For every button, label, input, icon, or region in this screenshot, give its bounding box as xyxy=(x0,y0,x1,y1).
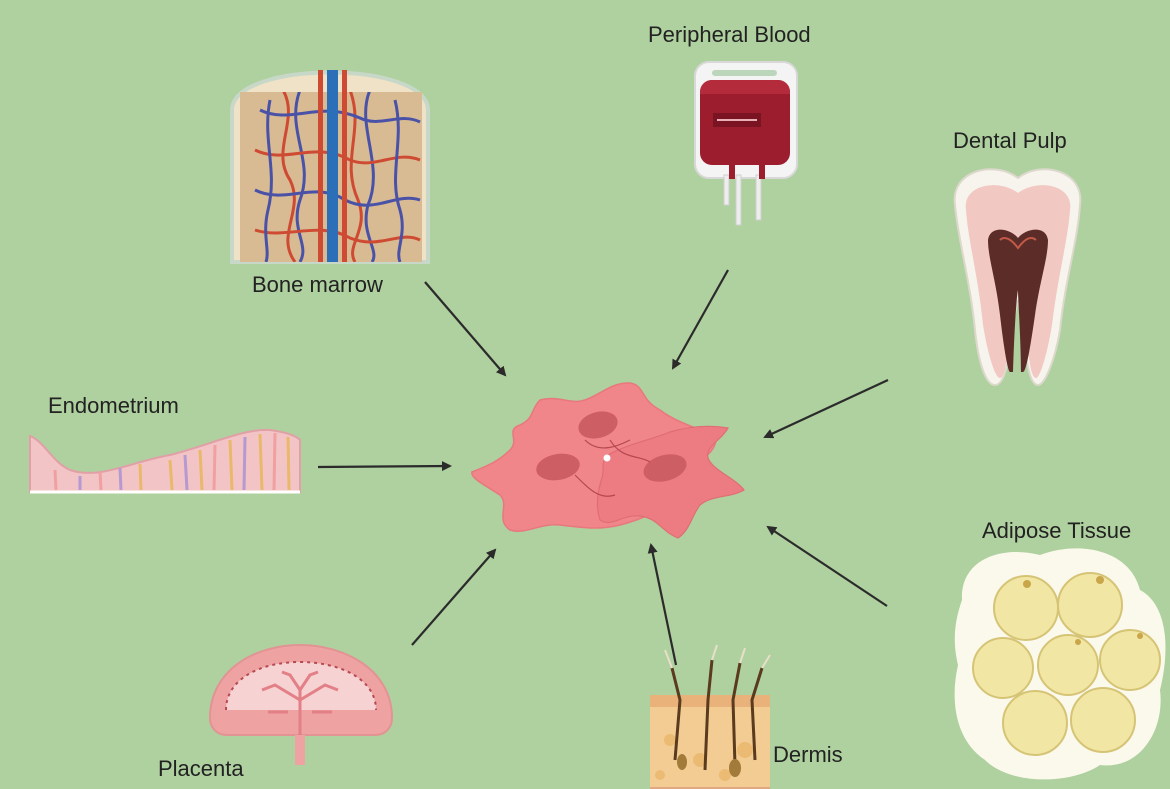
bone-marrow-icon xyxy=(232,70,428,262)
arrow-dermis xyxy=(651,545,676,665)
arrow-endometrium xyxy=(318,466,450,467)
stem-cells xyxy=(472,383,744,538)
label-adipose-tissue: Adipose Tissue xyxy=(982,518,1131,544)
arrow-placenta xyxy=(412,550,495,645)
label-dermis: Dermis xyxy=(773,742,843,768)
tooth-icon xyxy=(955,169,1081,385)
label-bone-marrow: Bone marrow xyxy=(252,272,383,298)
arrow-peripheral-blood xyxy=(673,270,728,368)
arrow-adipose-tissue xyxy=(768,527,887,606)
arrow-dental-pulp xyxy=(765,380,888,437)
label-peripheral-blood: Peripheral Blood xyxy=(648,22,811,48)
blood-bag-icon xyxy=(695,62,797,225)
arrow-bone-marrow xyxy=(425,282,505,375)
adipose-tissue-icon xyxy=(955,548,1166,779)
placenta-icon xyxy=(210,645,392,765)
endometrium-icon xyxy=(30,430,300,492)
label-endometrium: Endometrium xyxy=(48,393,179,419)
label-dental-pulp: Dental Pulp xyxy=(953,128,1067,154)
dermis-icon xyxy=(650,645,770,789)
label-placenta: Placenta xyxy=(158,756,244,782)
